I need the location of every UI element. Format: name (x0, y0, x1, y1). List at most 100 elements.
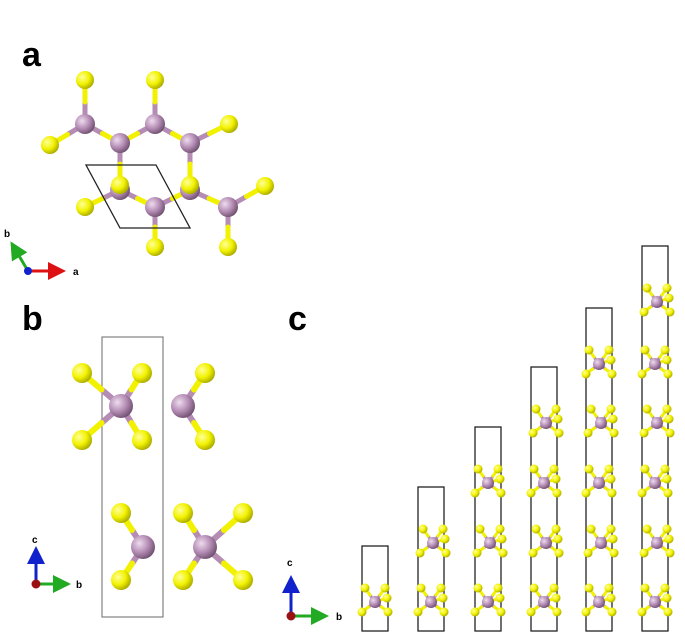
sulfur-atom (551, 593, 561, 603)
sulfur-atom (663, 488, 673, 498)
sulfur-atom (607, 488, 617, 498)
sulfur-atom (607, 607, 617, 617)
metal-atom (131, 535, 155, 559)
sulfur-atom (495, 593, 505, 603)
axis-triad-c: c b (282, 558, 342, 625)
axis-triad-a: b a (4, 229, 79, 280)
sulfur-atom (642, 283, 652, 293)
sulfur-atom (132, 363, 152, 383)
metal-atom (651, 296, 663, 308)
sulfur-atom (413, 607, 423, 617)
axis-label-b: b (76, 580, 82, 591)
metal-atom (593, 596, 605, 608)
sulfur-atom (438, 593, 448, 603)
sulfur-atom (604, 583, 614, 593)
sulfur-atom (642, 404, 652, 414)
metal-atom (538, 477, 550, 489)
sulfur-atom (415, 548, 425, 558)
sulfur-atom (637, 369, 647, 379)
sulfur-atom (549, 583, 559, 593)
sulfur-atom (660, 583, 670, 593)
sulfur-atom (497, 534, 507, 544)
metal-atom (427, 537, 439, 549)
metal-atom (218, 197, 238, 217)
sulfur-atom (665, 548, 675, 558)
sulfur-atom (146, 238, 164, 256)
sulfur-atom (586, 404, 596, 414)
axis-label-b: b (336, 612, 342, 623)
sulfur-atom (640, 583, 650, 593)
sulfur-atom (581, 369, 591, 379)
metal-atom (540, 537, 552, 549)
sulfur-atom (554, 428, 564, 438)
metal-atom (595, 537, 607, 549)
sulfur-atom (195, 363, 215, 383)
sulfur-atom (360, 583, 370, 593)
sulfur-atom (662, 474, 672, 484)
sulfur-atom (637, 488, 647, 498)
sulfur-atom (418, 524, 428, 534)
sulfur-atom (173, 503, 193, 523)
sulfur-atom (586, 524, 596, 534)
sulfur-atom (220, 115, 238, 133)
metal-atom (651, 417, 663, 429)
sulfur-atom (219, 238, 237, 256)
sulfur-atom (72, 363, 92, 383)
panel-b-structure (72, 363, 253, 590)
sulfur-atom (498, 548, 508, 558)
sulfur-atom (493, 583, 503, 593)
sulfur-atom (76, 198, 94, 216)
sulfur-atom (495, 474, 505, 484)
sulfur-atom (76, 71, 94, 89)
sulfur-atom (475, 524, 485, 534)
sulfur-atom (581, 488, 591, 498)
metal-atom (482, 477, 494, 489)
sulfur-atom (553, 414, 563, 424)
sulfur-atom (496, 488, 506, 498)
sulfur-atom (473, 464, 483, 474)
sulfur-atom (606, 474, 616, 484)
sulfur-atom (551, 404, 561, 414)
sulfur-atom (531, 404, 541, 414)
sulfur-atom (470, 607, 480, 617)
sulfur-atom (438, 524, 448, 534)
sulfur-atom (173, 570, 193, 590)
sulfur-atom (639, 548, 649, 558)
metal-atom (171, 394, 195, 418)
sulfur-atom (256, 177, 274, 195)
sulfur-atom (233, 570, 253, 590)
sulfur-atom (493, 464, 503, 474)
sulfur-atom (441, 548, 451, 558)
axis-label-b: b (4, 229, 10, 240)
sulfur-atom (662, 524, 672, 534)
panel-b-label: b (22, 300, 43, 338)
sulfur-atom (642, 524, 652, 534)
metal-atom (484, 537, 496, 549)
sulfur-atom (526, 607, 536, 617)
sulfur-atom (609, 548, 619, 558)
sulfur-atom (111, 503, 131, 523)
sulfur-atom (552, 488, 562, 498)
sulfur-atom (146, 71, 164, 89)
sulfur-atom (233, 503, 253, 523)
sulfur-atom (640, 345, 650, 355)
sulfur-atom (663, 369, 673, 379)
sulfur-atom (662, 404, 672, 414)
sulfur-atom (608, 534, 618, 544)
sulfur-atom (383, 607, 393, 617)
sulfur-atom (72, 430, 92, 450)
sulfur-atom (181, 176, 199, 194)
sulfur-atom (551, 524, 561, 534)
panel-a-label: a (22, 36, 42, 74)
sulfur-atom (528, 428, 538, 438)
sulfur-atom (41, 136, 59, 154)
sulfur-atom (440, 534, 450, 544)
sulfur-atom (531, 524, 541, 534)
axis-label-a: a (73, 267, 79, 278)
axis-label-c: c (287, 558, 293, 569)
panel-c-stacks (357, 245, 675, 632)
sulfur-atom (607, 369, 617, 379)
sulfur-atom (639, 307, 649, 317)
sulfur-atom (637, 607, 647, 617)
sulfur-atom (111, 176, 129, 194)
